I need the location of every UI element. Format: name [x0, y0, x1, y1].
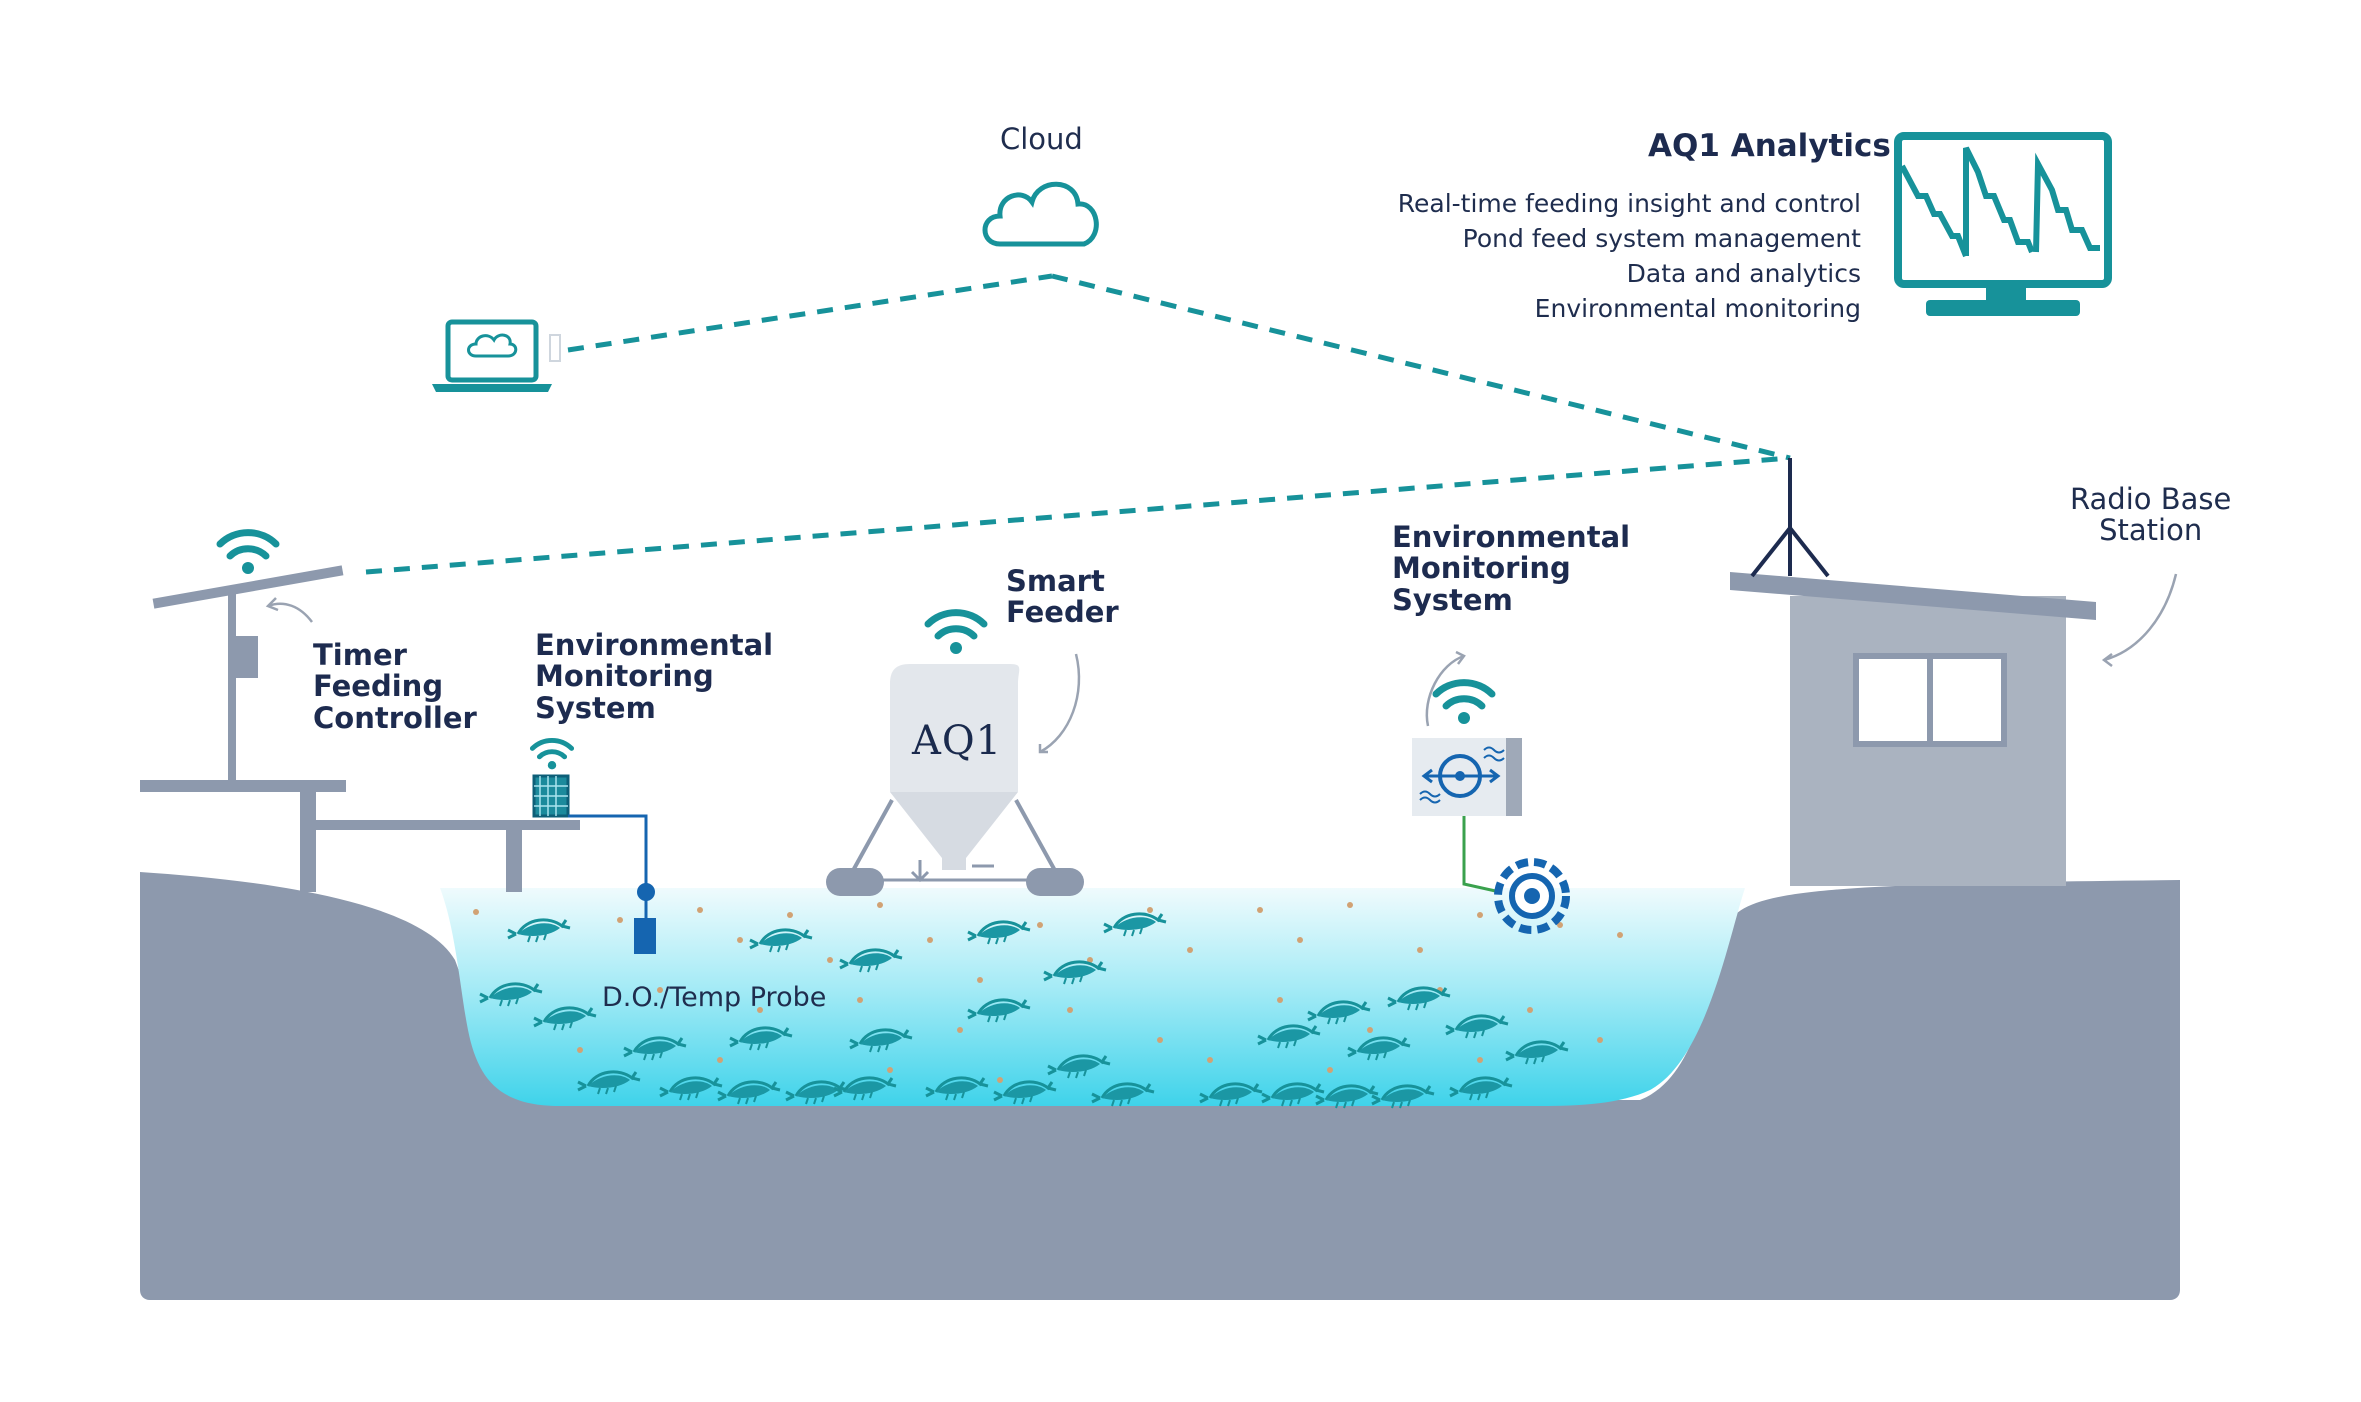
timer-feeding-controller-label: Timer Feeding Controller — [313, 638, 477, 735]
label-line: Monitoring — [535, 659, 714, 694]
label-line: Feeding — [313, 669, 444, 704]
cloud-label: Cloud — [1000, 122, 1083, 156]
label-line: Radio Base — [2070, 482, 2232, 516]
wifi-icon — [220, 533, 276, 574]
label-line: Timer — [313, 638, 407, 672]
analytics-feature: Pond feed system management — [1462, 224, 1861, 253]
pond-ground — [140, 872, 2180, 1300]
feed-pellets — [473, 902, 1623, 1083]
feeder-hopper-icon — [890, 792, 1018, 858]
link-controller-base — [365, 455, 1791, 575]
smart-feeder — [826, 613, 1084, 896]
link-laptop-cloud — [567, 273, 1053, 353]
do-temp-probe — [634, 918, 656, 954]
cloud-icon — [982, 181, 1099, 247]
annotation-arrows — [265, 573, 2178, 754]
dock — [140, 780, 580, 892]
antenna-icon — [1750, 458, 1830, 578]
monitor-chart-icon — [1894, 132, 2112, 316]
laptop-icon — [432, 319, 561, 392]
label-line: Monitoring — [1392, 551, 1571, 586]
link-cloud-base — [1051, 273, 1791, 461]
analytics-title: AQ1 Analytics — [1648, 128, 1891, 164]
environmental-monitoring-left — [532, 740, 656, 954]
paddlewheel-icon — [1494, 858, 1570, 934]
wifi-icon — [1436, 683, 1492, 724]
radio-base-station — [1730, 458, 2096, 886]
label-line: Environmental — [535, 628, 774, 662]
wifi-icon — [532, 740, 571, 769]
analytics-feature: Real-time feeding insight and control — [1397, 189, 1861, 218]
radio-base-station-label: Radio Base Station — [2070, 482, 2232, 548]
timer-feeding-controller — [152, 533, 344, 782]
environmental-monitoring-right-label: Environmental Monitoring System — [1392, 520, 1631, 617]
do-temp-probe-label: D.O./Temp Probe — [602, 982, 827, 1013]
environmental-monitoring-left-label: Environmental Monitoring System — [535, 628, 774, 725]
label-line: System — [535, 690, 656, 725]
label-line: Controller — [313, 700, 477, 735]
label-line: Smart — [1006, 564, 1105, 598]
analytics-feature-list: Real-time feeding insight and control Po… — [1398, 186, 1861, 326]
network-links — [365, 273, 1791, 575]
smart-feeder-label: Smart Feeder — [1006, 564, 1119, 630]
label-line: System — [1392, 582, 1513, 617]
analytics-feature: Environmental monitoring — [1534, 294, 1861, 323]
label-line: Environmental — [1392, 520, 1631, 554]
feeder-logo: AQ1 — [912, 718, 1003, 764]
wifi-icon — [928, 613, 984, 654]
label-line: Station — [2099, 513, 2203, 548]
analytics-feature: Data and analytics — [1626, 259, 1861, 288]
environmental-monitoring-right — [1412, 683, 1570, 934]
label-line: Feeder — [1006, 595, 1119, 630]
